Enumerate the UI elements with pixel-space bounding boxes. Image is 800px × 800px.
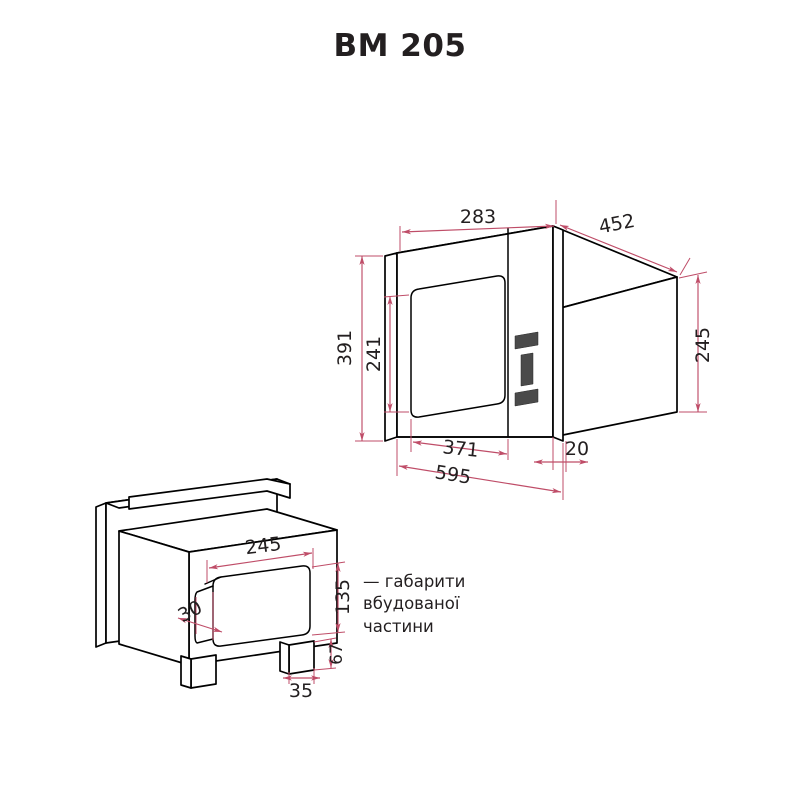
dimline-283 [401, 223, 555, 235]
control-panel-display [520, 352, 534, 387]
ext-245r-top [678, 271, 708, 279]
cabinet-view-dimensions: 245 135 30 35 67 [174, 533, 354, 702]
dimline-595 [398, 464, 562, 494]
dimlabel-283: 283 [460, 206, 496, 228]
dimlabel-67: 67 [327, 643, 347, 665]
dimlabel-245-right: 245 [692, 327, 714, 363]
dimline-245-cabinet [208, 551, 313, 570]
cabinet-leg-left-side [180, 655, 192, 689]
legend-text: габарити вбудованої частини [363, 572, 466, 636]
dimline-452 [559, 224, 678, 273]
wall-panel-left-edge [95, 502, 107, 648]
dimlabel-452: 452 [597, 210, 637, 239]
ext-67-bottom [313, 667, 337, 671]
dimlabel-371: 371 [441, 436, 479, 462]
dimline-371 [412, 440, 508, 456]
page-title: BM 205 [333, 28, 467, 64]
door-window [410, 275, 506, 418]
front-trim-left-edge [384, 252, 398, 442]
cabinet-left-face [118, 530, 190, 666]
control-panel-button-bottom[interactable] [514, 388, 539, 407]
front-trim-panel [396, 225, 554, 438]
front-trim-thickness [552, 225, 564, 442]
legend-note: — габарити вбудованої частини [363, 571, 563, 638]
ext-135-bottom [311, 631, 346, 636]
dimlabel-245-cabinet: 245 [244, 533, 283, 559]
dimlabel-391: 391 [334, 330, 356, 366]
dimlabel-241: 241 [363, 336, 385, 372]
cabinet-leg-left [190, 654, 217, 689]
main-microwave-drawing [384, 225, 678, 442]
cabinet-cutout-drawing [95, 478, 338, 689]
dimlabel-35: 35 [289, 680, 313, 702]
ext-67-top [313, 637, 337, 643]
ext-135-top [311, 561, 346, 568]
dimline-30 [177, 617, 223, 633]
dimlabel-20: 20 [565, 438, 589, 460]
cabinet-leg-right-side [279, 641, 290, 675]
dimlabel-595: 595 [433, 461, 472, 488]
cabinet-top-slab [128, 478, 291, 510]
cutout-opening-depth-top [204, 576, 222, 585]
control-panel-button-top[interactable] [514, 331, 539, 350]
cabinet-leg-right [288, 640, 315, 675]
ext-452-right [679, 257, 691, 276]
legend-dash: — [363, 572, 380, 591]
main-view-dimensions: 283 452 391 241 245 371 [334, 200, 714, 500]
dimlabel-135: 135 [332, 579, 354, 615]
